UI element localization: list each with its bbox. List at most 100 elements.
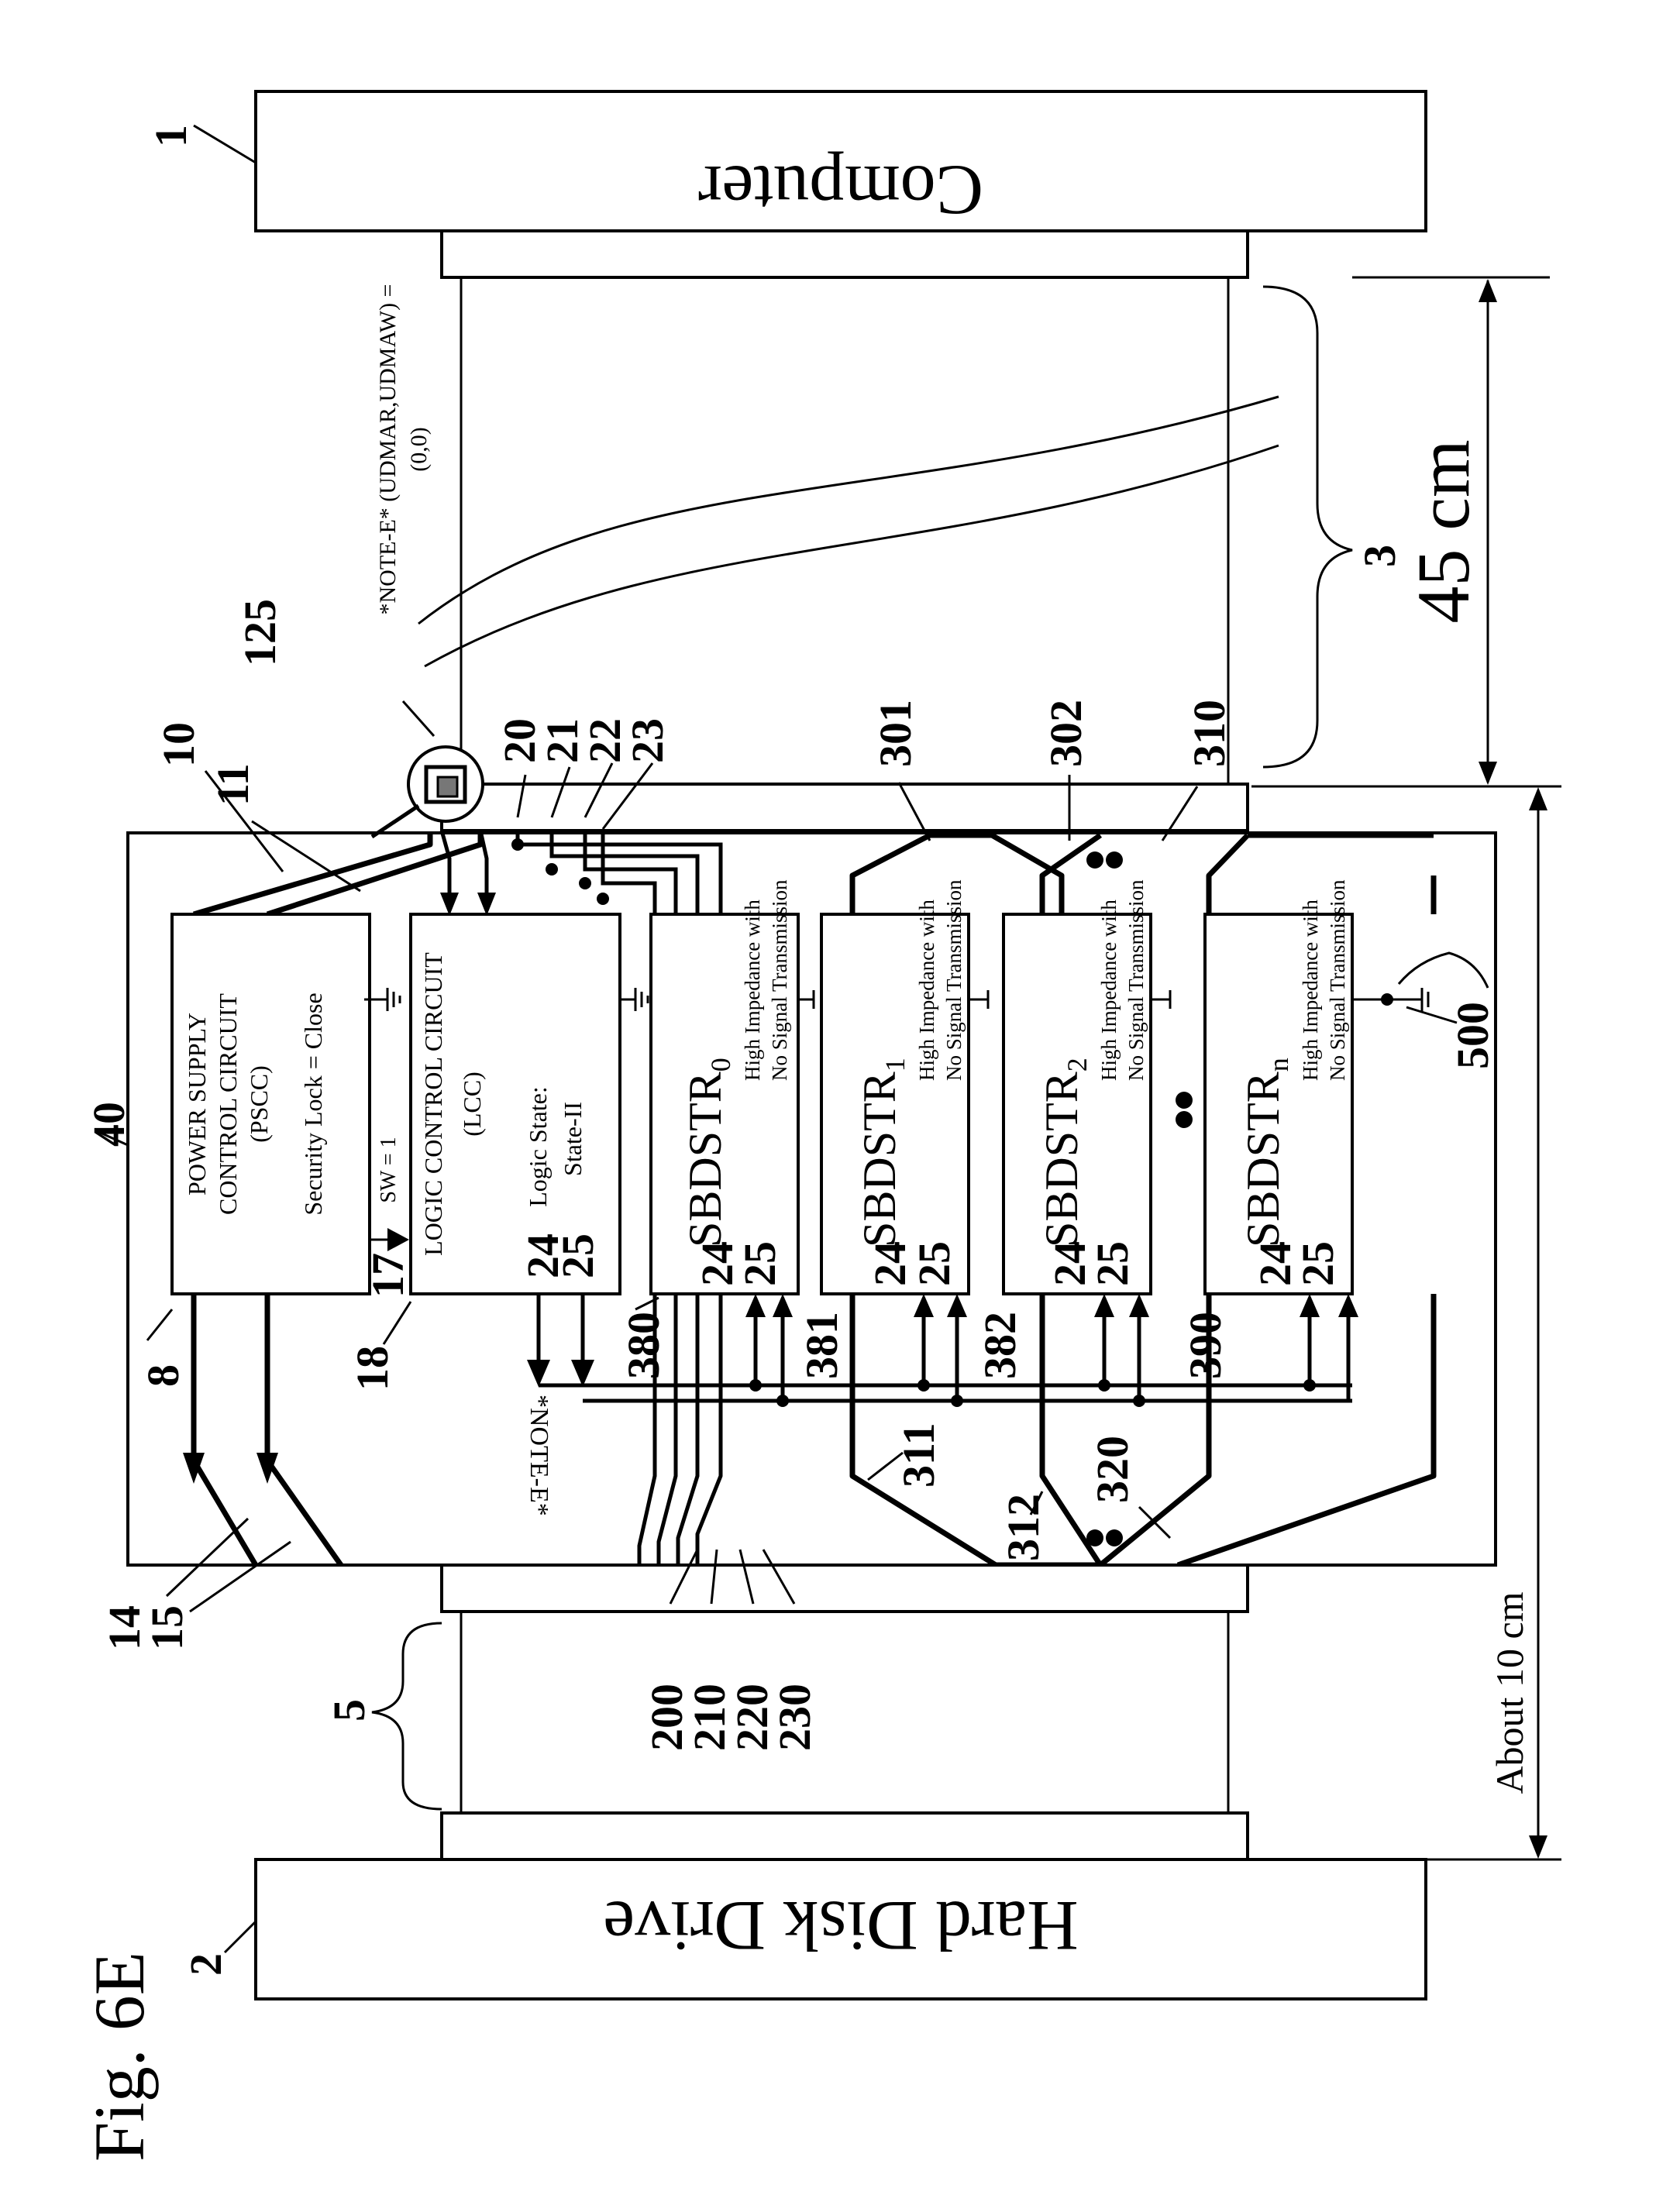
svg-text:Logic State:: Logic State: <box>524 1086 552 1207</box>
cable-connector-top <box>440 783 1249 832</box>
svg-text:24: 24 <box>1250 1241 1300 1286</box>
svg-text:381: 381 <box>797 1312 847 1379</box>
svg-text:18: 18 <box>347 1346 398 1391</box>
ref-17: 17 <box>363 1253 413 1298</box>
svg-text:40: 40 <box>84 1102 134 1147</box>
svg-text:25: 25 <box>1293 1241 1343 1286</box>
svg-text:200: 200 <box>642 1684 692 1751</box>
svg-text:312: 312 <box>998 1494 1048 1561</box>
lcc-input-wires <box>439 830 496 916</box>
sbdstr-1: SBDSTR1 High Impedance with No Signal Tr… <box>820 879 970 1295</box>
computer-label: Computer <box>698 151 983 230</box>
ref-1-callout: 1 <box>146 124 256 164</box>
svg-text:24: 24 <box>518 1233 568 1278</box>
ref-8: 8 <box>138 1309 188 1387</box>
svg-text:State-II: State-II <box>559 1102 587 1176</box>
cable-5: 5 <box>324 1612 1230 1813</box>
svg-text:High Impedance with: High Impedance with <box>741 900 764 1081</box>
hard-disk-label: Hard Disk Drive <box>603 1887 1078 1966</box>
svg-text:High Impedance with: High Impedance with <box>1299 900 1322 1081</box>
svg-text:POWER SUPPLY: POWER SUPPLY <box>183 1013 211 1195</box>
cable-length-label: 45 cm <box>1402 439 1485 623</box>
security-lock-125: 125 <box>235 599 484 839</box>
svg-text:(0,0): (0,0) <box>406 427 432 471</box>
lcc-block: LOGIC CONTROL CIRCUIT (LCC) Logic State:… <box>409 913 649 1295</box>
pscc-block: POWER SUPPLY CONTROL CIRCUIT (PSCC) Secu… <box>170 913 401 1295</box>
svg-text:CONTROL CIRCUIT: CONTROL CIRCUIT <box>214 993 242 1215</box>
svg-text:10: 10 <box>153 722 204 767</box>
svg-text:230: 230 <box>769 1684 820 1751</box>
svg-text:310: 310 <box>1184 700 1234 767</box>
ground-icon <box>364 988 401 1011</box>
svg-text:24: 24 <box>865 1241 915 1286</box>
svg-text:25: 25 <box>909 1241 959 1286</box>
lcc-output-arrows: *NOTE-E* <box>525 1294 594 1516</box>
ref-14: 14 <box>99 1517 250 1650</box>
hard-disk-block: Hard Disk Drive <box>254 1858 1427 2000</box>
ref-311-312-320: 311 312 320 <box>867 1422 1172 1561</box>
ref-20-23: 20 21 22 23 <box>494 718 673 830</box>
svg-text:500: 500 <box>1448 1002 1498 1069</box>
svg-text:8: 8 <box>138 1364 188 1387</box>
svg-text:SW = 1: SW = 1 <box>377 1137 401 1202</box>
svg-text:20: 20 <box>494 718 545 763</box>
svg-text:25: 25 <box>735 1241 785 1286</box>
ellipsis-dots <box>1176 1092 1193 1128</box>
ref-2-callout: 2 <box>181 1920 257 1976</box>
svg-text:(PSCC): (PSCC) <box>245 1065 273 1143</box>
svg-text:125: 125 <box>235 599 285 666</box>
svg-text:Security Lock = Close: Security Lock = Close <box>299 992 327 1215</box>
svg-text:SBDSTRn: SBDSTRn <box>1238 1058 1294 1247</box>
svg-text:25: 25 <box>553 1233 603 1278</box>
ground-icon <box>620 988 649 1011</box>
svg-text:No Signal Transmission: No Signal Transmission <box>1124 879 1148 1081</box>
svg-text:1: 1 <box>146 125 196 147</box>
ref-500: 500 <box>1397 951 1498 1069</box>
svg-text:15: 15 <box>142 1605 192 1650</box>
svg-text:380: 380 <box>618 1312 669 1379</box>
svg-text:3: 3 <box>1355 545 1405 567</box>
svg-text:No Signal Transmission: No Signal Transmission <box>942 879 966 1081</box>
svg-text:25: 25 <box>1087 1241 1138 1286</box>
svg-text:5: 5 <box>324 1699 374 1722</box>
svg-text:311: 311 <box>893 1422 944 1488</box>
ref-200-230: 200 210 220 230 <box>642 1549 820 1751</box>
computer-block: Computer <box>254 90 1427 232</box>
svg-text:14: 14 <box>99 1605 150 1650</box>
svg-text:21: 21 <box>537 718 587 763</box>
svg-text:301: 301 <box>870 700 921 767</box>
svg-text:High Impedance with: High Impedance with <box>1097 900 1121 1081</box>
svg-text:320: 320 <box>1087 1436 1138 1503</box>
svg-text:220: 220 <box>727 1684 777 1751</box>
control-bus-24-25 <box>539 1294 1358 1407</box>
ref-301-302-310: 301 302 310 <box>870 700 1234 841</box>
note-e: *NOTE-E* (UDMAR,UDMAW) = (0,0) <box>375 284 432 615</box>
svg-text:390: 390 <box>1180 1312 1231 1379</box>
svg-text:210: 210 <box>684 1684 735 1751</box>
svg-text:No Signal Transmission: No Signal Transmission <box>768 879 791 1081</box>
svg-text:(LCC): (LCC) <box>458 1072 486 1137</box>
device-length-label: About 10 cm <box>1488 1591 1531 1794</box>
svg-text:23: 23 <box>622 718 673 763</box>
device-connector-bottom <box>440 1564 1249 1613</box>
svg-text:*NOTE-E* (UDMAR,UDMAW) =: *NOTE-E* (UDMAR,UDMAW) = <box>375 284 401 615</box>
sbdstr-0: SBDSTR0 High Impedance with No Signal Tr… <box>649 879 800 1295</box>
sbdstr-2: SBDSTR2 High Impedance with No Signal Tr… <box>1002 879 1152 1295</box>
svg-text:17: 17 <box>363 1253 413 1298</box>
svg-text:24: 24 <box>1045 1241 1095 1286</box>
switch-17: SW = 1 <box>370 1137 409 1251</box>
svg-text:SBDSTR2: SBDSTR2 <box>1036 1058 1093 1247</box>
svg-text:11: 11 <box>208 763 258 806</box>
svg-text:22: 22 <box>580 718 630 763</box>
ground-icons <box>798 988 1430 1011</box>
cable-3 <box>418 277 1279 784</box>
ref-380-390: 380 381 382 390 <box>618 1296 1231 1379</box>
note-e-marker: *NOTE-E* <box>525 1395 553 1516</box>
svg-text:2: 2 <box>181 1953 231 1976</box>
svg-text:24: 24 <box>692 1241 742 1286</box>
computer-connector <box>440 229 1249 279</box>
ref-15: 15 <box>142 1540 291 1650</box>
ref-18: 18 <box>347 1301 412 1391</box>
svg-text:High Impedance with: High Impedance with <box>915 900 938 1081</box>
